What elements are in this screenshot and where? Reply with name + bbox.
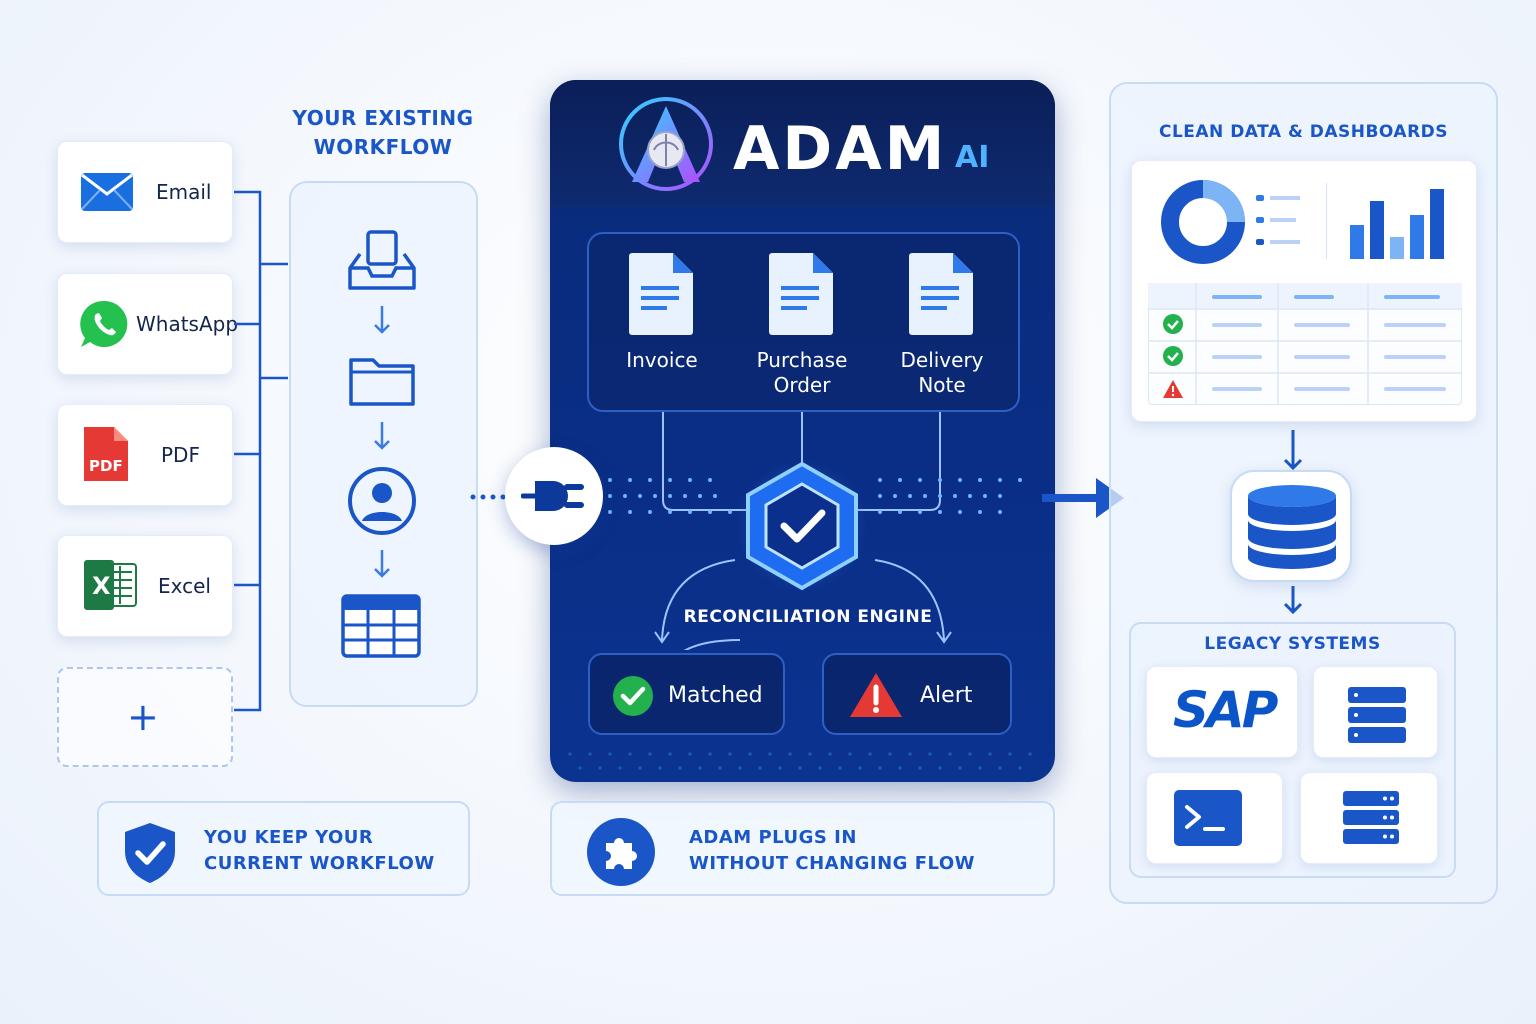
adam-brand-suffix: AI — [955, 140, 990, 175]
workflow-title: YOUR EXISTING WORKFLOW — [282, 104, 484, 162]
excel-icon-text: X — [92, 572, 111, 600]
email-icon — [81, 173, 133, 211]
terminal-tile — [1146, 772, 1283, 864]
adam-brand: ADAM — [733, 114, 948, 184]
spreadsheet-icon — [341, 594, 421, 658]
warning-icon — [850, 673, 902, 717]
workflow-title-line1: YOUR EXISTING — [292, 106, 474, 130]
pdf-icon-text: PDF — [89, 457, 123, 475]
plug-icon — [521, 481, 584, 511]
folder-icon — [349, 358, 415, 406]
arrow-down-icon — [374, 306, 390, 334]
sap-tile: SAP — [1146, 666, 1298, 758]
arrow-down-icon — [1283, 586, 1303, 615]
pdf-source-card[interactable]: PDF PDF — [57, 404, 233, 506]
warning-icon — [1163, 380, 1183, 398]
add-source-button[interactable]: + — [57, 667, 233, 767]
plug-connector — [505, 447, 603, 545]
purchase-order-label: Purchase Order — [756, 348, 848, 397]
check-circle-icon — [1163, 314, 1183, 334]
bar-chart-icon — [1350, 189, 1444, 259]
pdf-file-icon — [84, 427, 128, 481]
inbox-icon — [348, 230, 416, 290]
excel-source-card[interactable]: X Excel — [57, 535, 233, 637]
keep-workflow-box: YOU KEEP YOUR CURRENT WORKFLOW — [97, 801, 470, 896]
alert-result-box: Alert — [822, 653, 1012, 735]
rack-tile — [1300, 772, 1438, 864]
excel-label: Excel — [158, 574, 211, 598]
shield-check-icon — [125, 823, 175, 883]
dashboard-card — [1131, 160, 1477, 422]
legend-lines-icon — [1256, 195, 1300, 245]
puzzle-icon — [587, 818, 655, 886]
purchase-order-document-icon — [769, 253, 833, 335]
server-tile — [1313, 666, 1438, 758]
arrow-down-icon — [374, 550, 390, 578]
adam-ai-panel: ADAM AI Invoice Purchase Order Delivery … — [550, 80, 1055, 782]
adam-logo-icon — [619, 97, 713, 191]
bottom-dot-grid — [568, 752, 1032, 770]
donut-chart-icon — [1161, 180, 1245, 264]
email-label: Email — [156, 180, 212, 204]
dashboards-title: CLEAN DATA & DASHBOARDS — [1158, 122, 1449, 142]
server-stack-icon — [1348, 687, 1406, 743]
engine-label: RECONCILIATION ENGINE — [683, 607, 933, 627]
email-source-card[interactable]: Email — [57, 141, 233, 243]
branch-arrows — [654, 559, 952, 644]
add-icon: + — [127, 695, 159, 739]
alert-label: Alert — [920, 683, 973, 708]
delivery-note-label: Delivery Note — [900, 348, 984, 397]
workflow-title-line2: WORKFLOW — [313, 135, 453, 159]
database-node — [1230, 470, 1352, 582]
check-circle-icon — [1163, 346, 1183, 366]
data-table-grid — [1148, 283, 1462, 405]
keep-workflow-text: YOU KEEP YOUR CURRENT WORKFLOW — [204, 827, 435, 874]
legacy-title: LEGACY SYSTEMS — [1204, 634, 1381, 654]
plugs-in-text: ADAM PLUGS IN WITHOUT CHANGING FLOW — [689, 827, 975, 874]
terminal-icon — [1174, 790, 1242, 846]
whatsapp-icon — [80, 300, 128, 347]
whatsapp-source-card[interactable]: WhatsApp — [57, 273, 238, 375]
plugs-in-box: ADAM PLUGS IN WITHOUT CHANGING FLOW — [550, 801, 1055, 896]
check-circle-icon — [613, 676, 653, 716]
delivery-note-document-icon — [909, 253, 973, 335]
sap-logo: SAP — [1173, 681, 1278, 739]
invoice-label: Invoice — [626, 348, 698, 372]
divider — [1326, 183, 1327, 259]
invoice-document-icon — [629, 253, 693, 335]
pdf-label: PDF — [161, 443, 200, 467]
excel-icon — [84, 560, 137, 610]
arrow-down-icon — [1283, 430, 1303, 471]
matched-label: Matched — [668, 683, 763, 708]
whatsapp-label: WhatsApp — [136, 312, 239, 336]
source-connector-lines — [234, 190, 288, 712]
server-rack-icon — [1343, 791, 1399, 844]
dotted-connector — [470, 494, 506, 500]
arrow-down-icon — [374, 422, 390, 450]
database-icon — [1248, 485, 1336, 569]
adam-header — [550, 80, 1055, 207]
matched-result-box: Matched — [588, 653, 785, 735]
user-icon — [348, 467, 416, 535]
reconciliation-engine-icon — [736, 460, 868, 592]
